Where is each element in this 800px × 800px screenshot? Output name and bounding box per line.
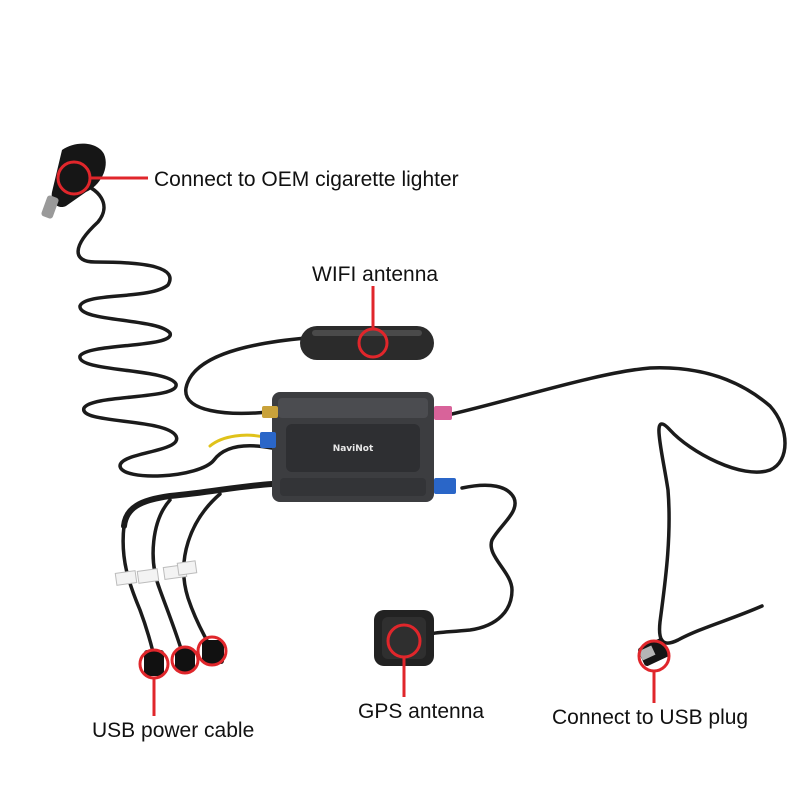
cigarette-lighter-plug (41, 143, 106, 219)
cable-tag (136, 568, 160, 584)
cable-tag (176, 560, 198, 576)
usb-connector-1 (144, 650, 164, 676)
wifi-antenna-shine (312, 330, 422, 336)
usb-plug-metal (638, 645, 656, 661)
label-gps-antenna: GPS antenna (358, 700, 485, 723)
usb-connector-3 (202, 640, 224, 664)
pink-connector (434, 406, 452, 420)
device-bottom-panel (280, 478, 426, 496)
lighter-plug-body (51, 143, 106, 208)
gps-antenna-cable (428, 483, 517, 636)
main-device: NaviNot (260, 392, 456, 502)
highlights (56, 160, 671, 716)
device-face (286, 424, 420, 472)
cable-tag (114, 570, 138, 586)
highlight-usb-connector-3 (196, 635, 228, 667)
harness-branch-2 (151, 498, 184, 654)
blue-connector-right (434, 478, 456, 494)
yellow-wire (208, 433, 270, 448)
device-brand: NaviNot (333, 444, 374, 454)
highlight-usb-connector-2 (170, 645, 200, 675)
label-usb-power-cable: USB power cable (92, 719, 255, 742)
wifi-antenna-cable (184, 336, 308, 416)
label-wifi-antenna: WIFI antenna (312, 263, 439, 286)
harness-trunk (121, 481, 275, 529)
harness-tags (114, 560, 198, 586)
wifi-antenna (300, 326, 434, 360)
harness-branch-3 (181, 492, 222, 648)
label-lighter: Connect to OEM cigarette lighter (154, 168, 459, 191)
label-usb-plug: Connect to USB plug (552, 706, 749, 729)
harness-branch-1 (121, 524, 155, 654)
usb-connectors (144, 640, 224, 676)
lighter-coiled-cable (74, 180, 274, 478)
gold-connector (262, 406, 278, 418)
device-top-panel (278, 398, 428, 418)
usb-connector-2 (175, 648, 195, 672)
blue-connector-left (260, 432, 276, 448)
lighter-plug-tip (41, 195, 59, 219)
usb-plug-cable (450, 366, 787, 645)
